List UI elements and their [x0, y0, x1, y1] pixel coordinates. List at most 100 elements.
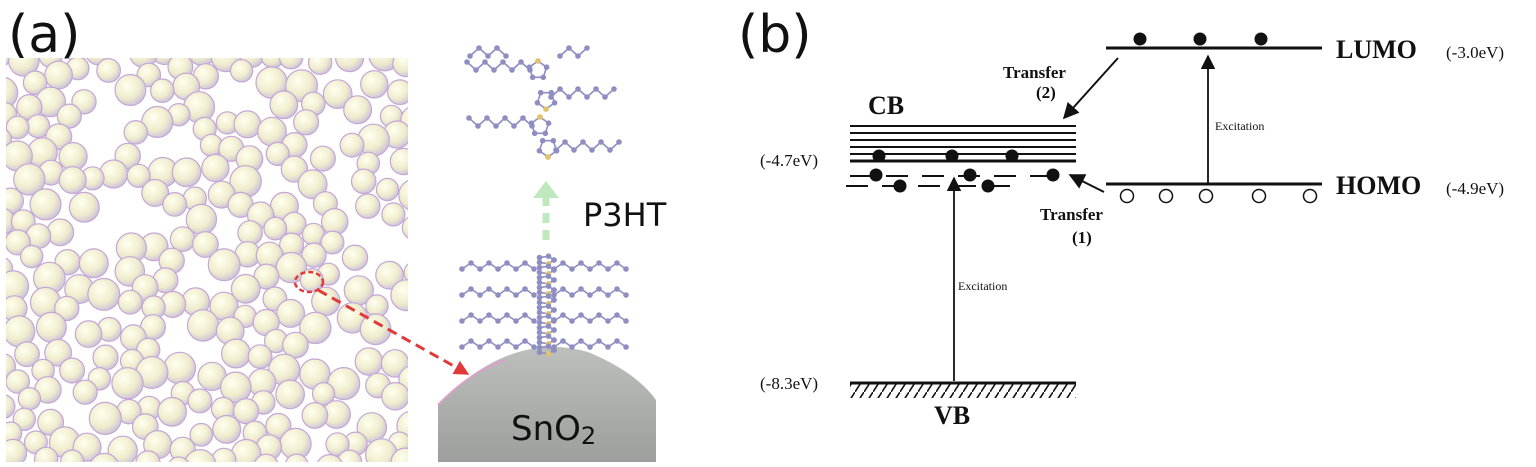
nanoparticle [335, 58, 365, 73]
molecule-atom [504, 312, 510, 318]
nanoparticle [230, 273, 261, 304]
molecule-atom [545, 273, 552, 280]
vb-label: VB [934, 401, 970, 430]
molecule-atom [545, 120, 552, 126]
nanoparticle [46, 218, 75, 247]
nanoparticle [276, 298, 306, 328]
nanoparticle [343, 95, 373, 125]
molecule-atom [557, 86, 563, 92]
molecule-atom [614, 286, 620, 292]
sno2-substrate [438, 347, 656, 462]
molecule-atom [623, 266, 629, 272]
nanoparticle [96, 58, 121, 83]
nanoparticle [6, 76, 19, 109]
nanoparticle [20, 244, 44, 269]
molecule-atom [605, 318, 611, 324]
nanoparticle [275, 379, 306, 410]
nanoparticle [58, 166, 87, 195]
molecule-atom [482, 59, 488, 65]
molecule-atom [485, 53, 491, 59]
nanoparticle [389, 147, 408, 176]
nanoparticle [207, 248, 241, 282]
molecule-atom [536, 299, 543, 306]
molecule-atom [522, 312, 528, 318]
nanoparticle [301, 402, 329, 429]
nanoparticle [341, 244, 369, 271]
molecule-atom [542, 130, 549, 137]
molecule-atom [459, 318, 465, 324]
cb-energy: (-4.7eV) [760, 151, 818, 170]
molecule-atom [551, 287, 557, 293]
molecule-atom [475, 123, 481, 129]
molecule-atom [551, 297, 557, 303]
molecule-atom [534, 100, 541, 106]
molecule-atom [477, 344, 483, 350]
nanoparticle [90, 452, 119, 462]
nanoparticle [68, 191, 100, 223]
nanoparticle [269, 90, 299, 120]
molecule-atom [587, 266, 593, 272]
molecule-atom [616, 139, 622, 145]
molecule-atom [575, 86, 581, 92]
molecule-atom [551, 100, 558, 106]
molecule-atom [551, 317, 557, 323]
molecule-atom [536, 344, 543, 351]
molecule-atom [503, 53, 509, 59]
nanoparticle [278, 58, 304, 70]
molecule-atom [467, 53, 473, 59]
molecule-atom [545, 253, 552, 259]
molecule-atom [550, 137, 557, 144]
nanoparticle [117, 289, 143, 315]
molecule-atom [527, 67, 533, 73]
molecule-atom [509, 67, 515, 73]
molecule-atom [551, 347, 557, 353]
molecule-atom [596, 338, 602, 344]
magnified-region-marker [293, 270, 325, 294]
molecule-atom [536, 254, 543, 261]
p3ht-molecule [464, 45, 622, 160]
nanoparticle [301, 242, 327, 268]
lumo-label: LUMO [1336, 35, 1417, 64]
molecule-atom [531, 130, 538, 137]
nanoparticle [189, 422, 214, 447]
molecule-atom [486, 338, 492, 344]
molecule-atom [593, 86, 599, 92]
nanoparticle [375, 177, 400, 202]
nanoparticle [299, 311, 332, 345]
nanoparticle [129, 58, 158, 68]
nanoparticle [275, 251, 308, 284]
molecule-atom [495, 344, 501, 350]
molecule-atom [484, 115, 490, 121]
molecule-atom [596, 312, 602, 318]
transfer-1-number: (1) [1072, 228, 1092, 247]
molecule-atom [557, 53, 563, 59]
nanoparticle [260, 58, 285, 69]
nanoparticle [169, 226, 196, 253]
molecule-atom [551, 307, 557, 313]
molecule-atom [522, 286, 528, 292]
molecule-atom [504, 286, 510, 292]
molecule-atom [459, 266, 465, 272]
molecule-atom [551, 327, 557, 333]
cb-electrons [872, 149, 1019, 163]
nanoparticle [254, 453, 279, 462]
molecule-atom [536, 324, 543, 331]
molecule-atom [623, 318, 629, 324]
nanoparticle [322, 79, 353, 109]
molecule-atom [614, 260, 620, 266]
nanoparticle [111, 367, 144, 400]
nanoparticle [212, 414, 242, 444]
molecule-atom [540, 74, 547, 81]
molecule-atom [545, 313, 552, 320]
molecule-atom [569, 292, 575, 298]
nanoparticle [401, 216, 408, 239]
molecule-atom [504, 338, 510, 344]
molecule-atom [560, 260, 566, 266]
molecule-atom [536, 329, 543, 336]
molecule-atom [494, 45, 500, 51]
molecule-atom [513, 292, 519, 298]
molecule-atom [511, 123, 517, 129]
molecule-atom [551, 277, 557, 283]
nanoparticle [191, 231, 219, 258]
nanoparticle [392, 58, 408, 78]
